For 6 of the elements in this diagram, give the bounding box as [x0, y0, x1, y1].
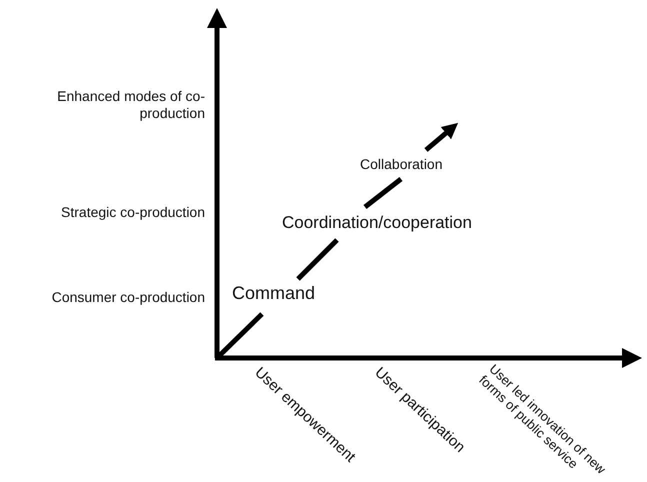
- stage-label: Coordination/cooperation: [282, 213, 473, 234]
- axis-level-label: Enhanced modes of co-production: [56, 88, 205, 122]
- axis-level-label: Strategic co-production: [60, 204, 205, 221]
- stage-label: Command: [232, 283, 316, 305]
- stage-label: Collaboration: [360, 156, 444, 173]
- axis-level-label: Consumer co-production: [50, 289, 205, 306]
